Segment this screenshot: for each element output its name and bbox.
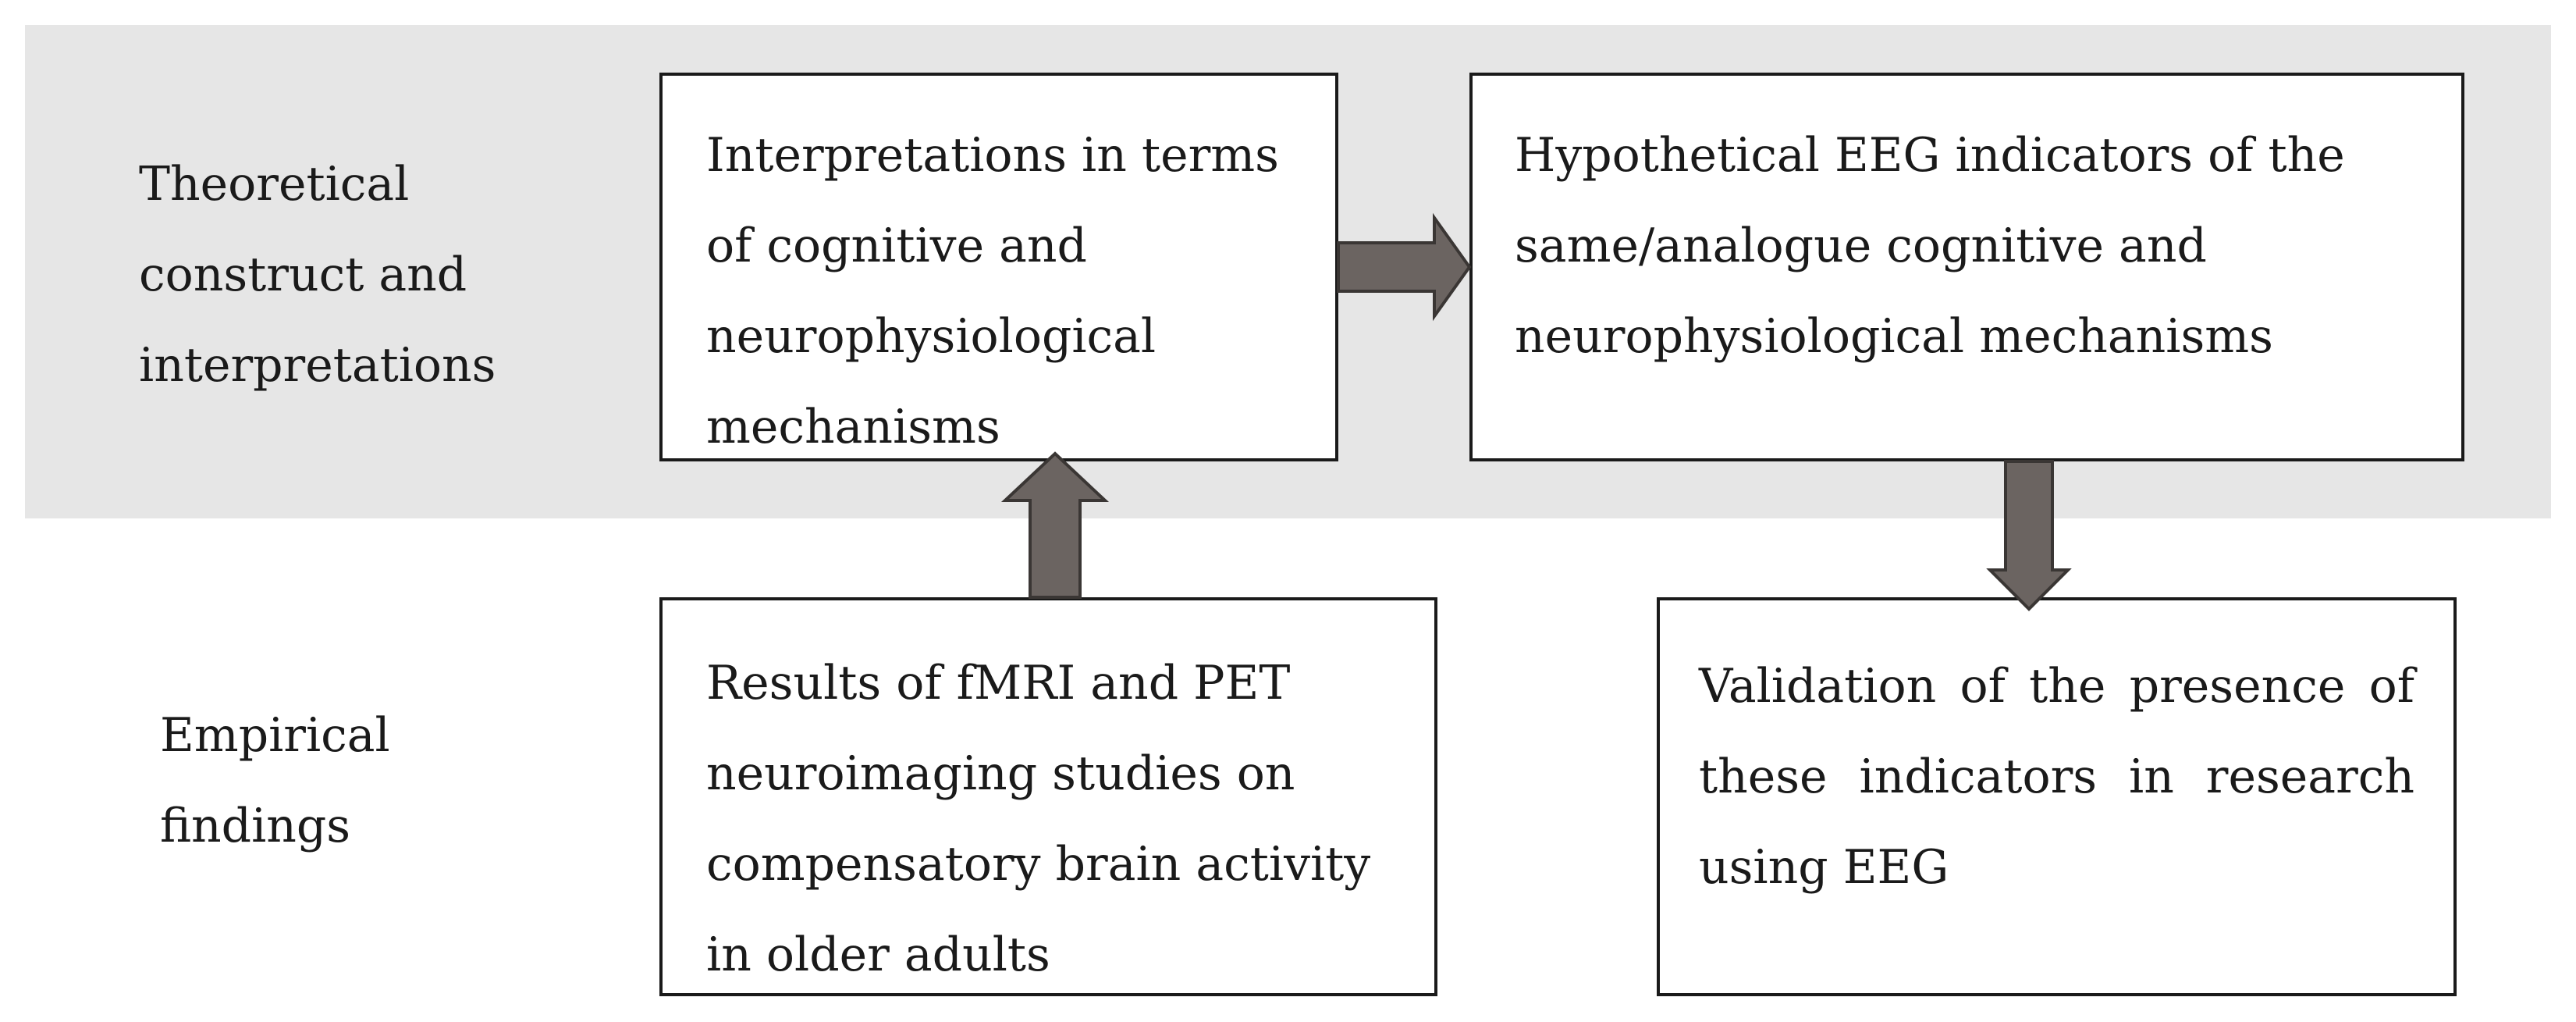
- box-line: neurophysiological mechanisms: [1515, 309, 2273, 364]
- row-label-empirical: Empirical findings: [160, 690, 390, 871]
- row-label-line: Theoretical: [139, 157, 410, 212]
- row-label-theoretical: Theoretical construct and interpretation…: [139, 139, 496, 411]
- box-line: mechanisms: [706, 400, 1000, 454]
- box-line: neurophysiological: [706, 309, 1157, 364]
- row-label-line: construct and: [139, 247, 467, 302]
- box-neuroimaging-results: Results of fMRI and PET neuroimaging stu…: [659, 597, 1437, 996]
- box-line: Interpretations in terms: [706, 128, 1279, 183]
- box-line: same/analogue cognitive and: [1515, 219, 2207, 273]
- box-line: Validation of the presence of: [1699, 659, 2414, 714]
- box-validation: Validation of the presence of these indi…: [1657, 597, 2457, 996]
- box-line: these indicators in research: [1699, 750, 2414, 804]
- row-label-line: findings: [160, 799, 351, 853]
- box-interpretations: Interpretations in terms of cognitive an…: [659, 73, 1338, 461]
- box-line: Hypothetical EEG indicators of the: [1515, 128, 2345, 183]
- box-hypothetical-indicators: Hypothetical EEG indicators of the same/…: [1469, 73, 2464, 461]
- box-line: Results of fMRI and PET: [706, 656, 1291, 710]
- box-line: of cognitive and: [706, 219, 1087, 273]
- box-line: using EEG: [1699, 840, 1949, 895]
- row-label-line: Empirical: [160, 708, 390, 763]
- box-line: in older adults: [706, 928, 1050, 982]
- row-label-line: interpretations: [139, 338, 496, 393]
- box-line: neuroimaging studies on: [706, 746, 1295, 801]
- box-line: compensatory brain activity: [706, 837, 1371, 892]
